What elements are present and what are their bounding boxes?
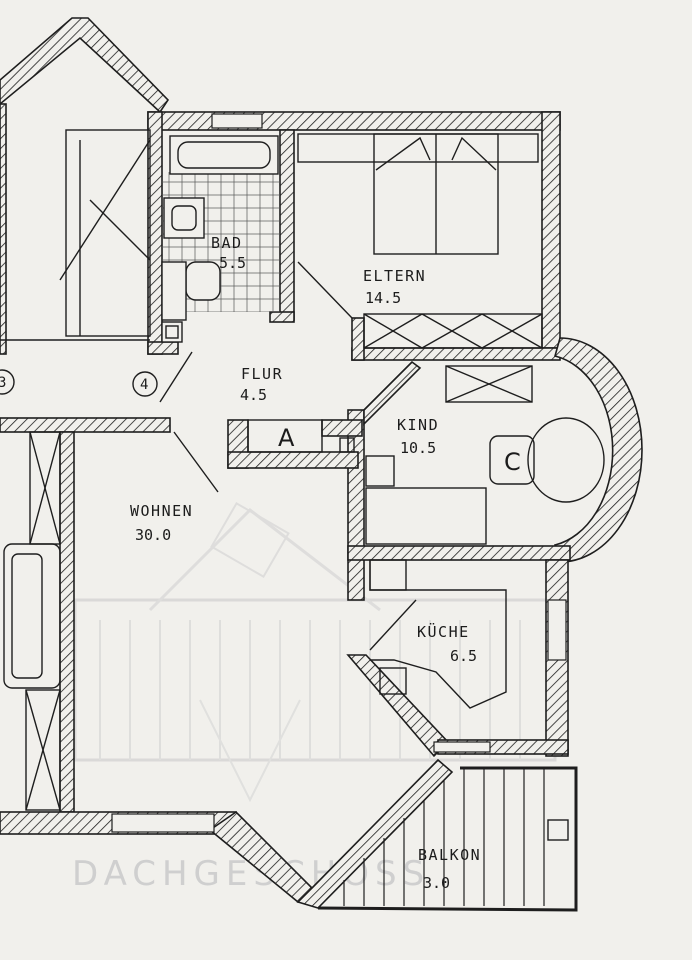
marker-4: 4	[140, 377, 148, 393]
marker-3: 3	[0, 375, 6, 391]
room-balkon-area: 3.0	[423, 874, 450, 892]
room-kueche-name: KÜCHE	[417, 622, 470, 641]
room-flur-name: FLUR	[241, 365, 283, 383]
room-bad-area: 5.5	[219, 254, 246, 272]
room-labels: BAD 5.5 ELTERN 14.5 FLUR 4.5 KIND 10.5 W…	[130, 234, 481, 892]
label-c: C	[504, 448, 521, 476]
room-kind-area: 10.5	[400, 439, 436, 457]
background-ghost	[73, 501, 557, 803]
axis-markers: 3 4	[0, 369, 158, 397]
balcony	[317, 766, 578, 912]
room-balkon-name: BALKON	[418, 846, 481, 864]
room-flur-area: 4.5	[240, 386, 267, 404]
windows	[111, 113, 567, 833]
room-eltern-area: 14.5	[365, 289, 401, 307]
room-kueche-area: 6.5	[450, 647, 477, 665]
room-bad-name: BAD	[211, 234, 243, 252]
room-kind-name: KIND	[397, 416, 439, 434]
room-eltern-name: ELTERN	[363, 267, 426, 285]
doors	[159, 261, 417, 651]
room-wohnen-name: WOHNEN	[130, 502, 193, 520]
walls	[0, 17, 643, 909]
fixtures	[0, 129, 605, 841]
label-a: A	[278, 424, 295, 452]
room-wohnen-area: 30.0	[135, 526, 171, 544]
